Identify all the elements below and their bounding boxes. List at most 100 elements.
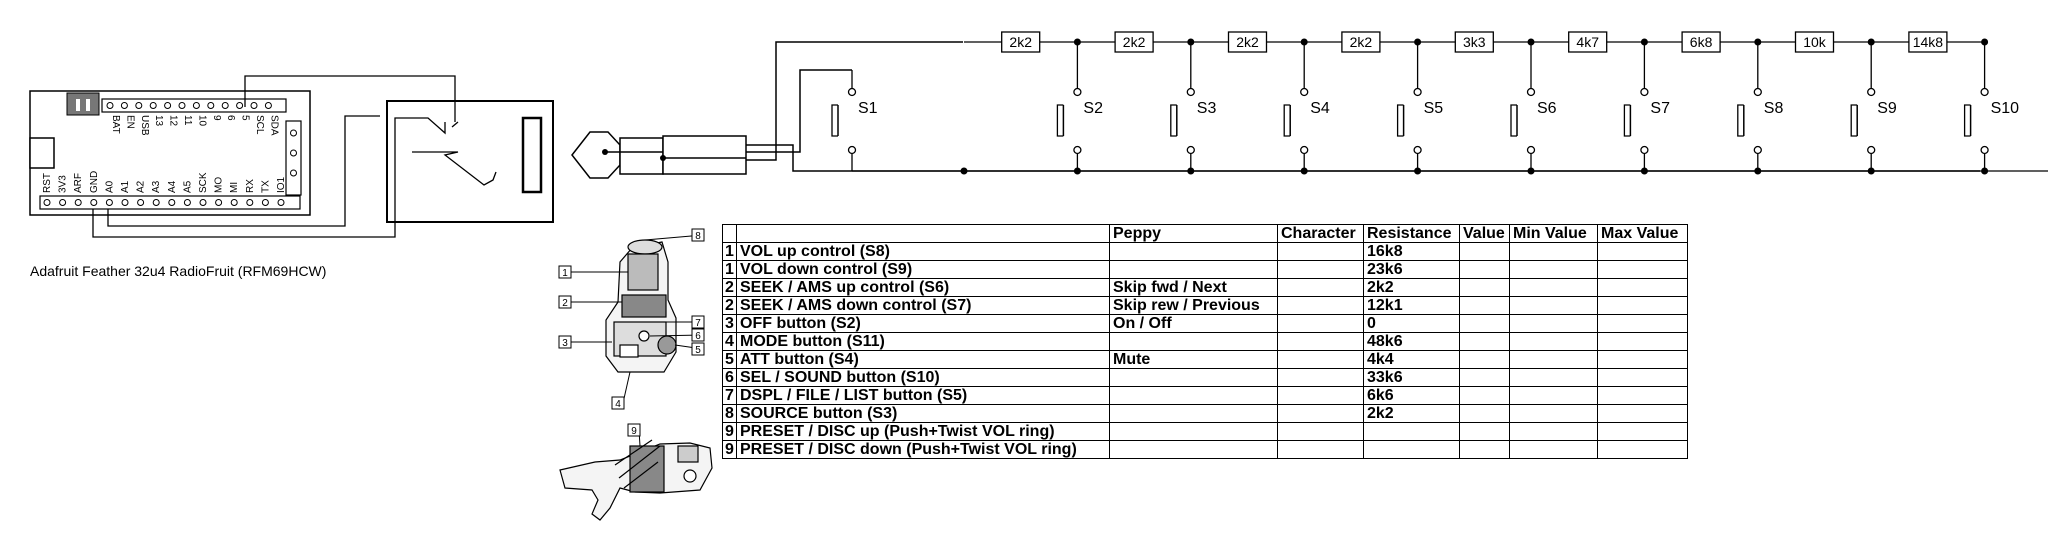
switch-label: S1 — [858, 100, 878, 117]
header-pin — [230, 199, 238, 206]
row-num: 9 — [722, 440, 737, 459]
resistor-label: 10k — [1803, 34, 1827, 50]
switch-contact — [1640, 87, 1649, 97]
row-character — [1277, 368, 1364, 387]
callout-number: 9 — [631, 426, 637, 437]
switch-label: S5 — [1424, 100, 1444, 117]
switch-label: S2 — [1083, 100, 1103, 117]
row-peppy: Skip rew / Previous — [1109, 296, 1278, 315]
pin-label: 5 — [240, 115, 251, 121]
row-max-value — [1597, 296, 1688, 315]
pin-label: RST — [42, 173, 53, 193]
row-max-value — [1597, 242, 1688, 261]
row-max-value — [1597, 404, 1688, 423]
side-pins — [290, 129, 297, 177]
header-pin — [43, 199, 51, 206]
battery-pin — [86, 99, 90, 111]
pin-label: RX — [245, 179, 256, 193]
header-pin — [277, 199, 285, 206]
row-peppy: Mute — [1109, 350, 1278, 369]
row-peppy — [1109, 440, 1278, 459]
row-value — [1459, 242, 1510, 261]
row-value — [1459, 368, 1510, 387]
header-pin — [236, 102, 244, 109]
pin-label: GND — [89, 171, 100, 193]
header-pin — [137, 199, 145, 206]
row-min-value — [1509, 332, 1598, 351]
row-resistance: 4k4 — [1363, 350, 1460, 369]
pin-label: A4 — [167, 180, 178, 193]
header-pin — [135, 102, 143, 109]
header-character: Character — [1277, 224, 1364, 243]
row-num: 4 — [722, 332, 737, 351]
header-pin — [105, 199, 113, 206]
plug-body — [619, 137, 664, 175]
header-pin — [74, 199, 82, 206]
row-min-value — [1509, 278, 1598, 297]
header-pin — [290, 129, 297, 137]
row-num: 7 — [722, 386, 737, 405]
usb-connector — [29, 137, 55, 169]
remote-control-illustration — [559, 239, 713, 521]
header-peppy: Peppy — [1109, 224, 1278, 243]
header-pin — [152, 199, 160, 206]
pin-label: USB — [139, 115, 150, 136]
row-num: 5 — [722, 350, 737, 369]
header-pin — [290, 149, 297, 157]
header-min-value: Min Value — [1509, 224, 1598, 243]
header-pin — [192, 102, 200, 109]
row-character — [1277, 440, 1364, 459]
pin-label: 3V3 — [58, 175, 69, 193]
row-num: 1 — [722, 242, 737, 261]
row-value — [1459, 404, 1510, 423]
callout-number: 5 — [695, 345, 701, 356]
header-pin — [178, 102, 186, 109]
callout-box — [691, 328, 705, 342]
callout-box — [691, 315, 705, 329]
pin-label: 11 — [182, 115, 193, 126]
resistor-label: 3k3 — [1463, 34, 1486, 50]
header-function — [736, 224, 1110, 243]
row-num: 6 — [722, 368, 737, 387]
resistor — [1681, 31, 1721, 53]
callout-box — [611, 396, 625, 410]
header-max-value: Max Value — [1597, 224, 1688, 243]
row-num: 1 — [722, 260, 737, 279]
switch-contact — [1300, 87, 1309, 97]
row-max-value — [1597, 422, 1688, 441]
row-num: 8 — [722, 404, 737, 423]
pin-label: SCL — [254, 115, 265, 135]
header-pin — [106, 102, 114, 109]
callout-box — [558, 265, 572, 279]
resistor-label: 2k2 — [1350, 34, 1373, 50]
pin-label: 9 — [211, 115, 222, 121]
row-num: 2 — [722, 278, 737, 297]
header-pin — [215, 199, 223, 206]
row-resistance: 16k8 — [1363, 242, 1460, 261]
header-pin — [290, 169, 297, 177]
resistor — [1001, 31, 1041, 53]
callout-number: 7 — [695, 318, 701, 329]
switch-contact — [1980, 87, 1989, 97]
callout-number: 3 — [562, 338, 568, 349]
resistor — [1114, 31, 1154, 53]
header-pin — [183, 199, 191, 206]
switch-contact — [1526, 145, 1536, 155]
row-resistance: 23k6 — [1363, 260, 1460, 279]
row-min-value — [1509, 242, 1598, 261]
row-peppy — [1109, 368, 1278, 387]
row-min-value — [1509, 314, 1598, 333]
row-min-value — [1509, 440, 1598, 459]
pin-label: TX — [260, 180, 271, 193]
row-peppy — [1109, 386, 1278, 405]
pin-label: A5 — [182, 180, 193, 193]
cable-body — [662, 135, 747, 175]
